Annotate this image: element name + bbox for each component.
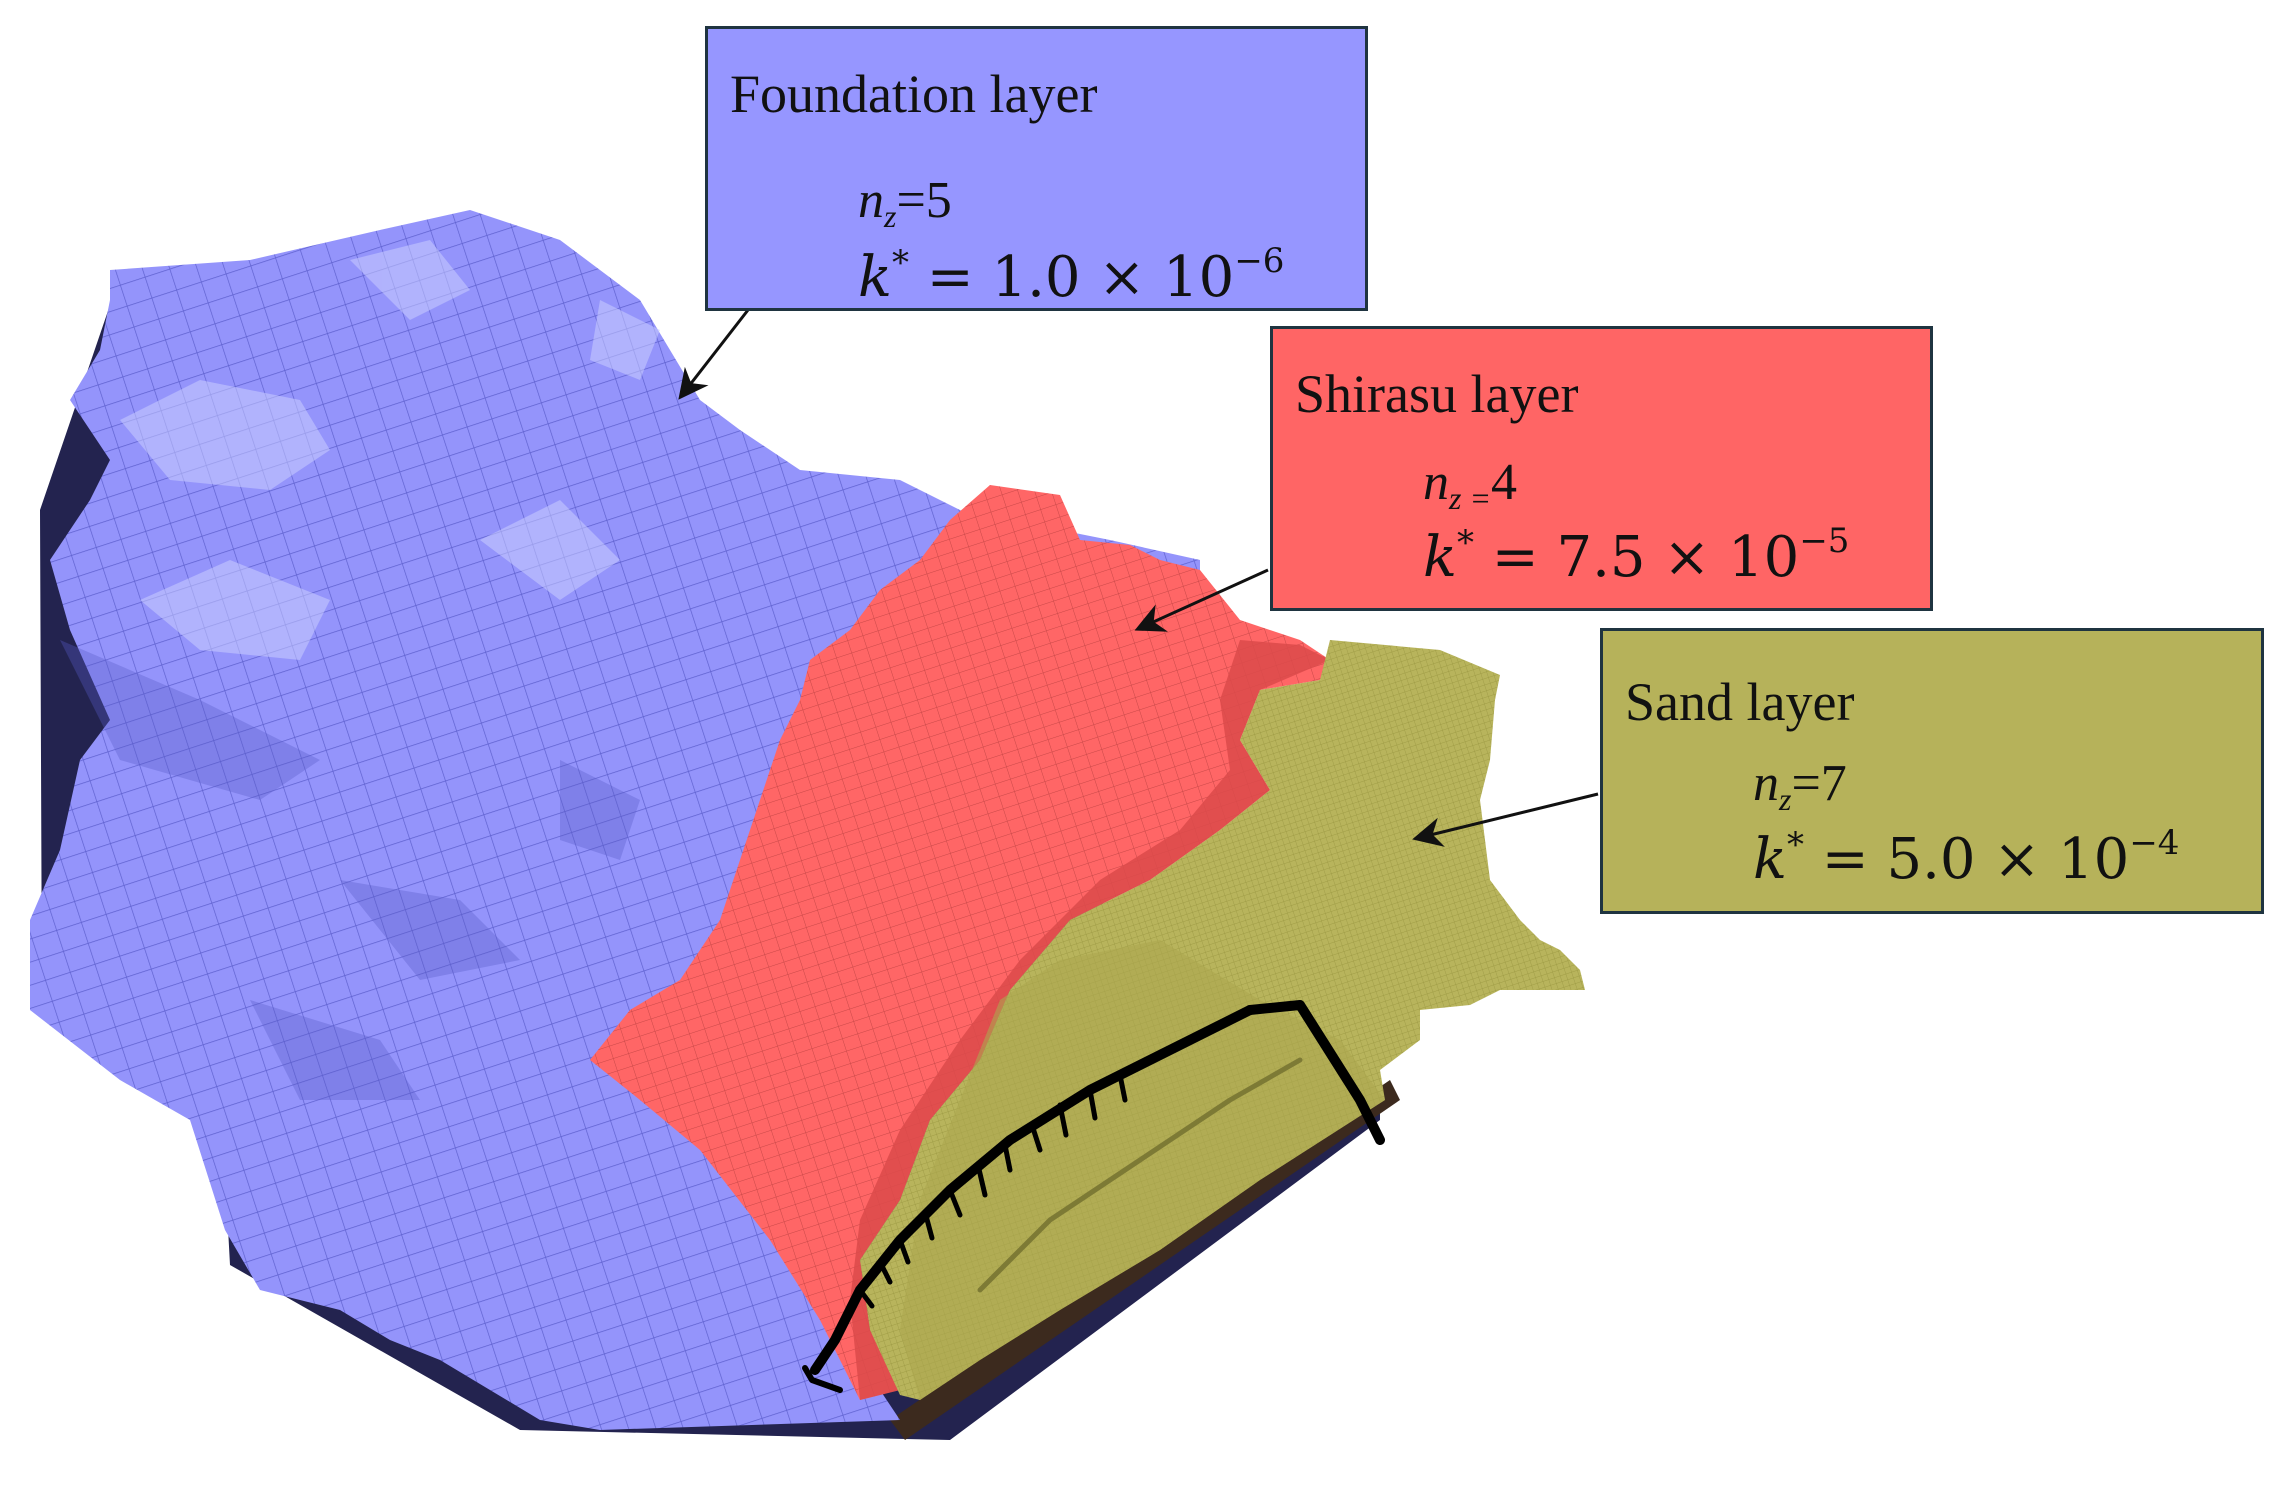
sand-layer-callout: Sand layer nz=7 k* = 5.0 × 10−4: [1600, 628, 2264, 914]
shirasu-layer-callout: Shirasu layer nz =4 k* = 7.5 × 10−5: [1270, 326, 1933, 611]
shirasu-layer-nz: nz =4: [1423, 454, 1518, 516]
shirasu-arrow: [1134, 568, 1269, 632]
sand-layer-nz: nz=7: [1753, 755, 1847, 817]
seawall-structure: [802, 1000, 1385, 1393]
sand-layer-front-slope: [900, 940, 1385, 1400]
callout-arrows: [678, 309, 1599, 847]
foundation-layer-surface: [30, 210, 1200, 1430]
foundation-shadows: [60, 640, 640, 1100]
shirasu-layer-surface: [590, 485, 1330, 1400]
sand-arrow: [1412, 792, 1599, 847]
shirasu-layer-title: Shirasu layer: [1295, 364, 1579, 424]
shirasu-layer-k: k* = 7.5 × 10−5: [1423, 521, 1850, 590]
sand-layer-title: Sand layer: [1625, 672, 1855, 732]
foundation-layer-title: Foundation layer: [730, 64, 1098, 124]
foundation-layer-nz: nz=5: [858, 172, 952, 234]
foundation-arrow: [678, 309, 750, 400]
foundation-layer-callout: Foundation layer nz=5 k* = 1.0 × 10−6: [705, 26, 1368, 311]
foundation-hillshade: [120, 240, 660, 660]
shirasu-layer-shaded-edge: [850, 640, 1330, 1400]
foundation-layer-k: k* = 1.0 × 10−6: [858, 241, 1285, 310]
sand-layer-k: k* = 5.0 × 10−4: [1753, 823, 2180, 892]
